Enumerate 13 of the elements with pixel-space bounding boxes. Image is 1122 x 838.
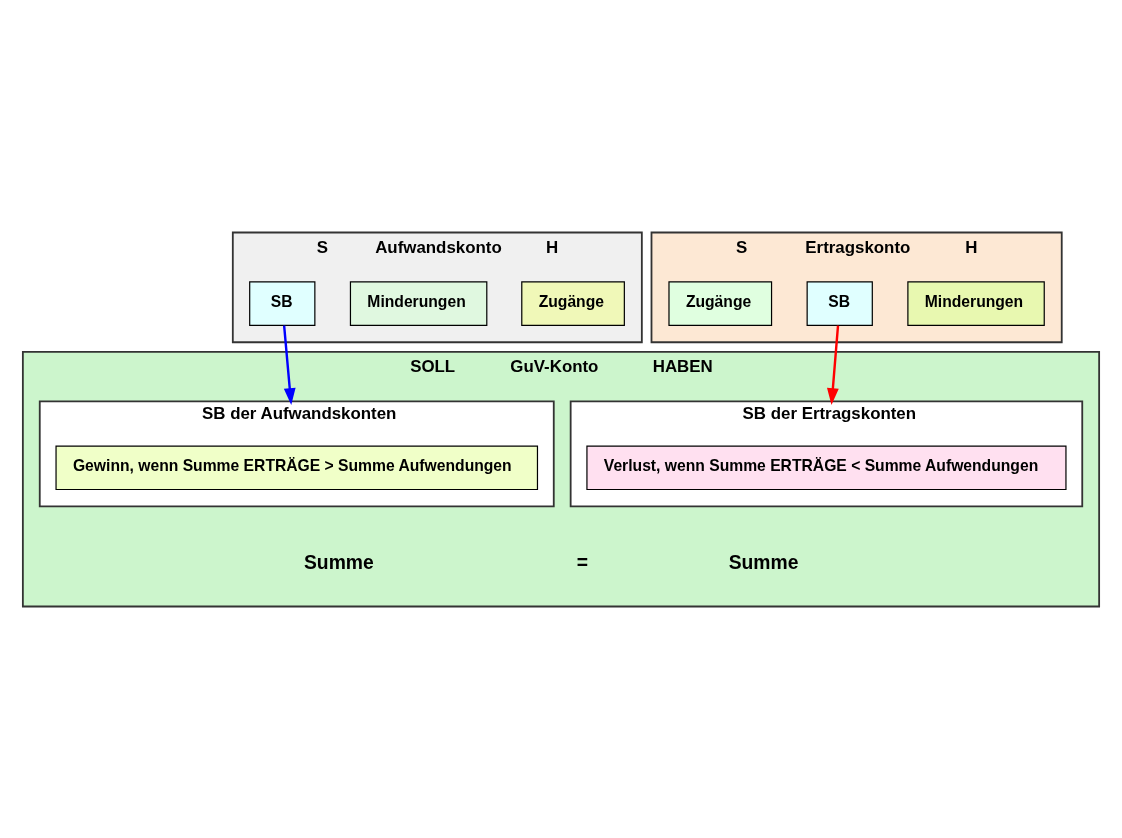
node-box: Zugänge [521, 280, 625, 326]
node-box: Verlust, wenn Summe ERTRÄGE < Summe Aufwendungen [586, 444, 1067, 490]
arrow [826, 325, 840, 405]
node-box: Zugänge [668, 280, 773, 326]
node-box: SB [806, 280, 873, 326]
node-box: Minderungen [349, 280, 488, 326]
node-box: Minderungen [907, 280, 1045, 326]
node-box: Gewinn, wenn Summe ERTRÄGE > Summe Aufwendungen [55, 444, 539, 490]
label: Summe [304, 551, 374, 573]
label: = [576, 551, 588, 573]
label: Summe [728, 551, 799, 573]
arrow [282, 325, 296, 405]
node-box: SB [249, 280, 316, 326]
